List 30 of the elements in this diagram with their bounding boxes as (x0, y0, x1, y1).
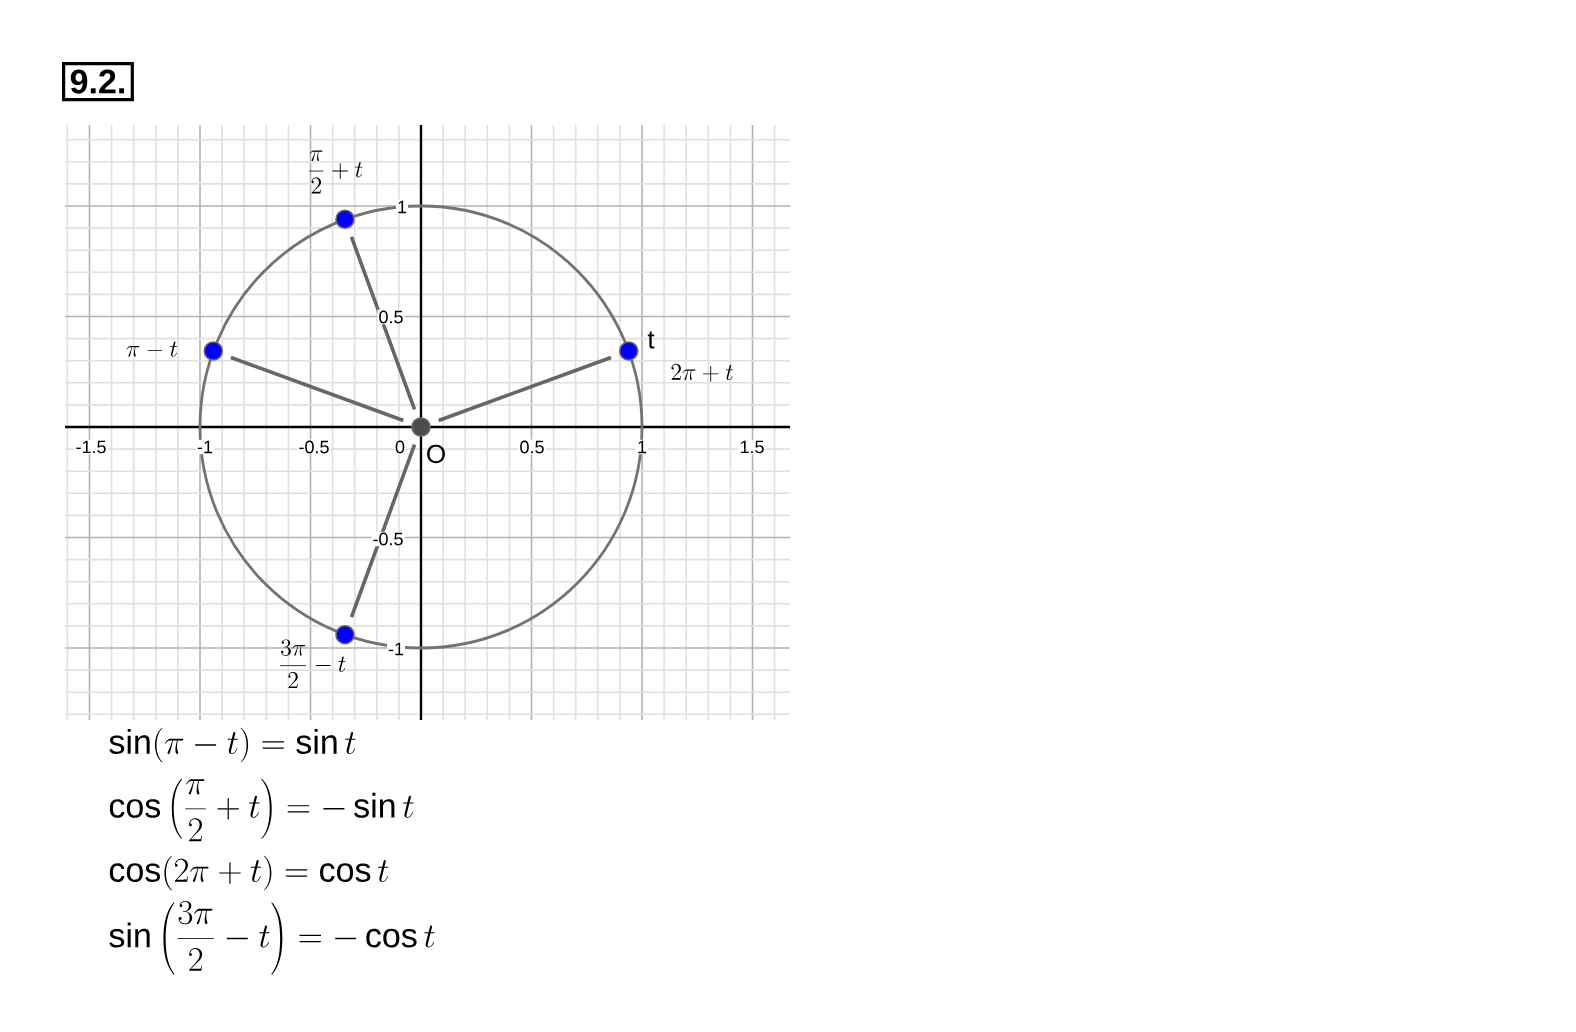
tick-label: 0 (394, 439, 406, 455)
tick-label: -1 (387, 641, 405, 657)
point-label: $\pi-t$ (126, 341, 178, 357)
point (411, 417, 431, 437)
point-label: $\frac{\pi}{2}+t$ (309, 150, 363, 194)
tick-label: 1 (636, 439, 648, 455)
tick-label: -0.5 (371, 531, 405, 547)
point-label: $2\pi+t$ (671, 363, 733, 382)
point-label: t (647, 331, 655, 349)
point-label: $\frac{3\pi}{2}-t$ (280, 639, 346, 689)
equation: $\cos(2\pi+t)=\cos t$ (109, 855, 389, 891)
segment (230, 355, 404, 423)
equation: $\sin(\pi-t)=\sin t$ (109, 727, 356, 763)
equation: $\cos\left(\frac{\pi}{2}+t\right)=-\sin t$ (109, 778, 414, 842)
segment (349, 444, 417, 618)
tick-label: 1.5 (738, 439, 766, 455)
title-box: 9.2. (62, 62, 134, 102)
point (618, 341, 639, 361)
segment (349, 236, 417, 410)
tick-label: 0.5 (518, 439, 546, 455)
point (203, 341, 224, 361)
tick-label: 0.5 (377, 309, 405, 325)
equation: $\sin\left(\frac{3\pi}{2}-t\right)=-\cos t$ (109, 900, 435, 975)
tick-label: -1.5 (74, 439, 108, 455)
tick-label: 1 (396, 199, 408, 215)
point (335, 209, 355, 230)
tick-label: -0.5 (297, 439, 331, 455)
point-label: O (427, 444, 445, 464)
segment (438, 355, 612, 423)
tick-label: -1 (196, 439, 214, 455)
